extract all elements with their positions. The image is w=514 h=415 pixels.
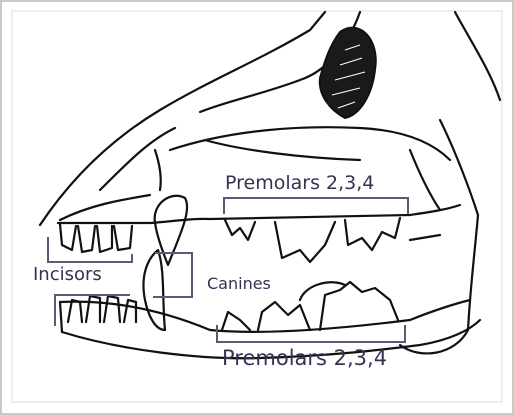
zygomatic-arch [170,127,450,160]
premolars-upper-label: Premolars 2,3,4 [225,174,374,193]
bracket-premolars-lower [217,325,405,342]
lower-canine [143,250,165,330]
premolars-lower-label: Premolars 2,3,4 [222,348,387,369]
upper-premolars [225,218,400,262]
nose-line [155,150,161,190]
snout-upper [60,195,150,220]
zygoma-lower [410,150,440,210]
snout-ridge [100,128,175,190]
bracket-premolars-upper [224,198,408,214]
upper-incisors [60,224,132,252]
lower-jaw-top [60,300,470,332]
chin [60,302,62,332]
bracket-canines [153,253,192,297]
canines-label: Canines [207,276,271,292]
incisors-label: Incisors [33,266,102,284]
skull-outer-curve [455,12,500,100]
cheek-line [205,140,360,160]
lower-incisors [68,296,136,322]
